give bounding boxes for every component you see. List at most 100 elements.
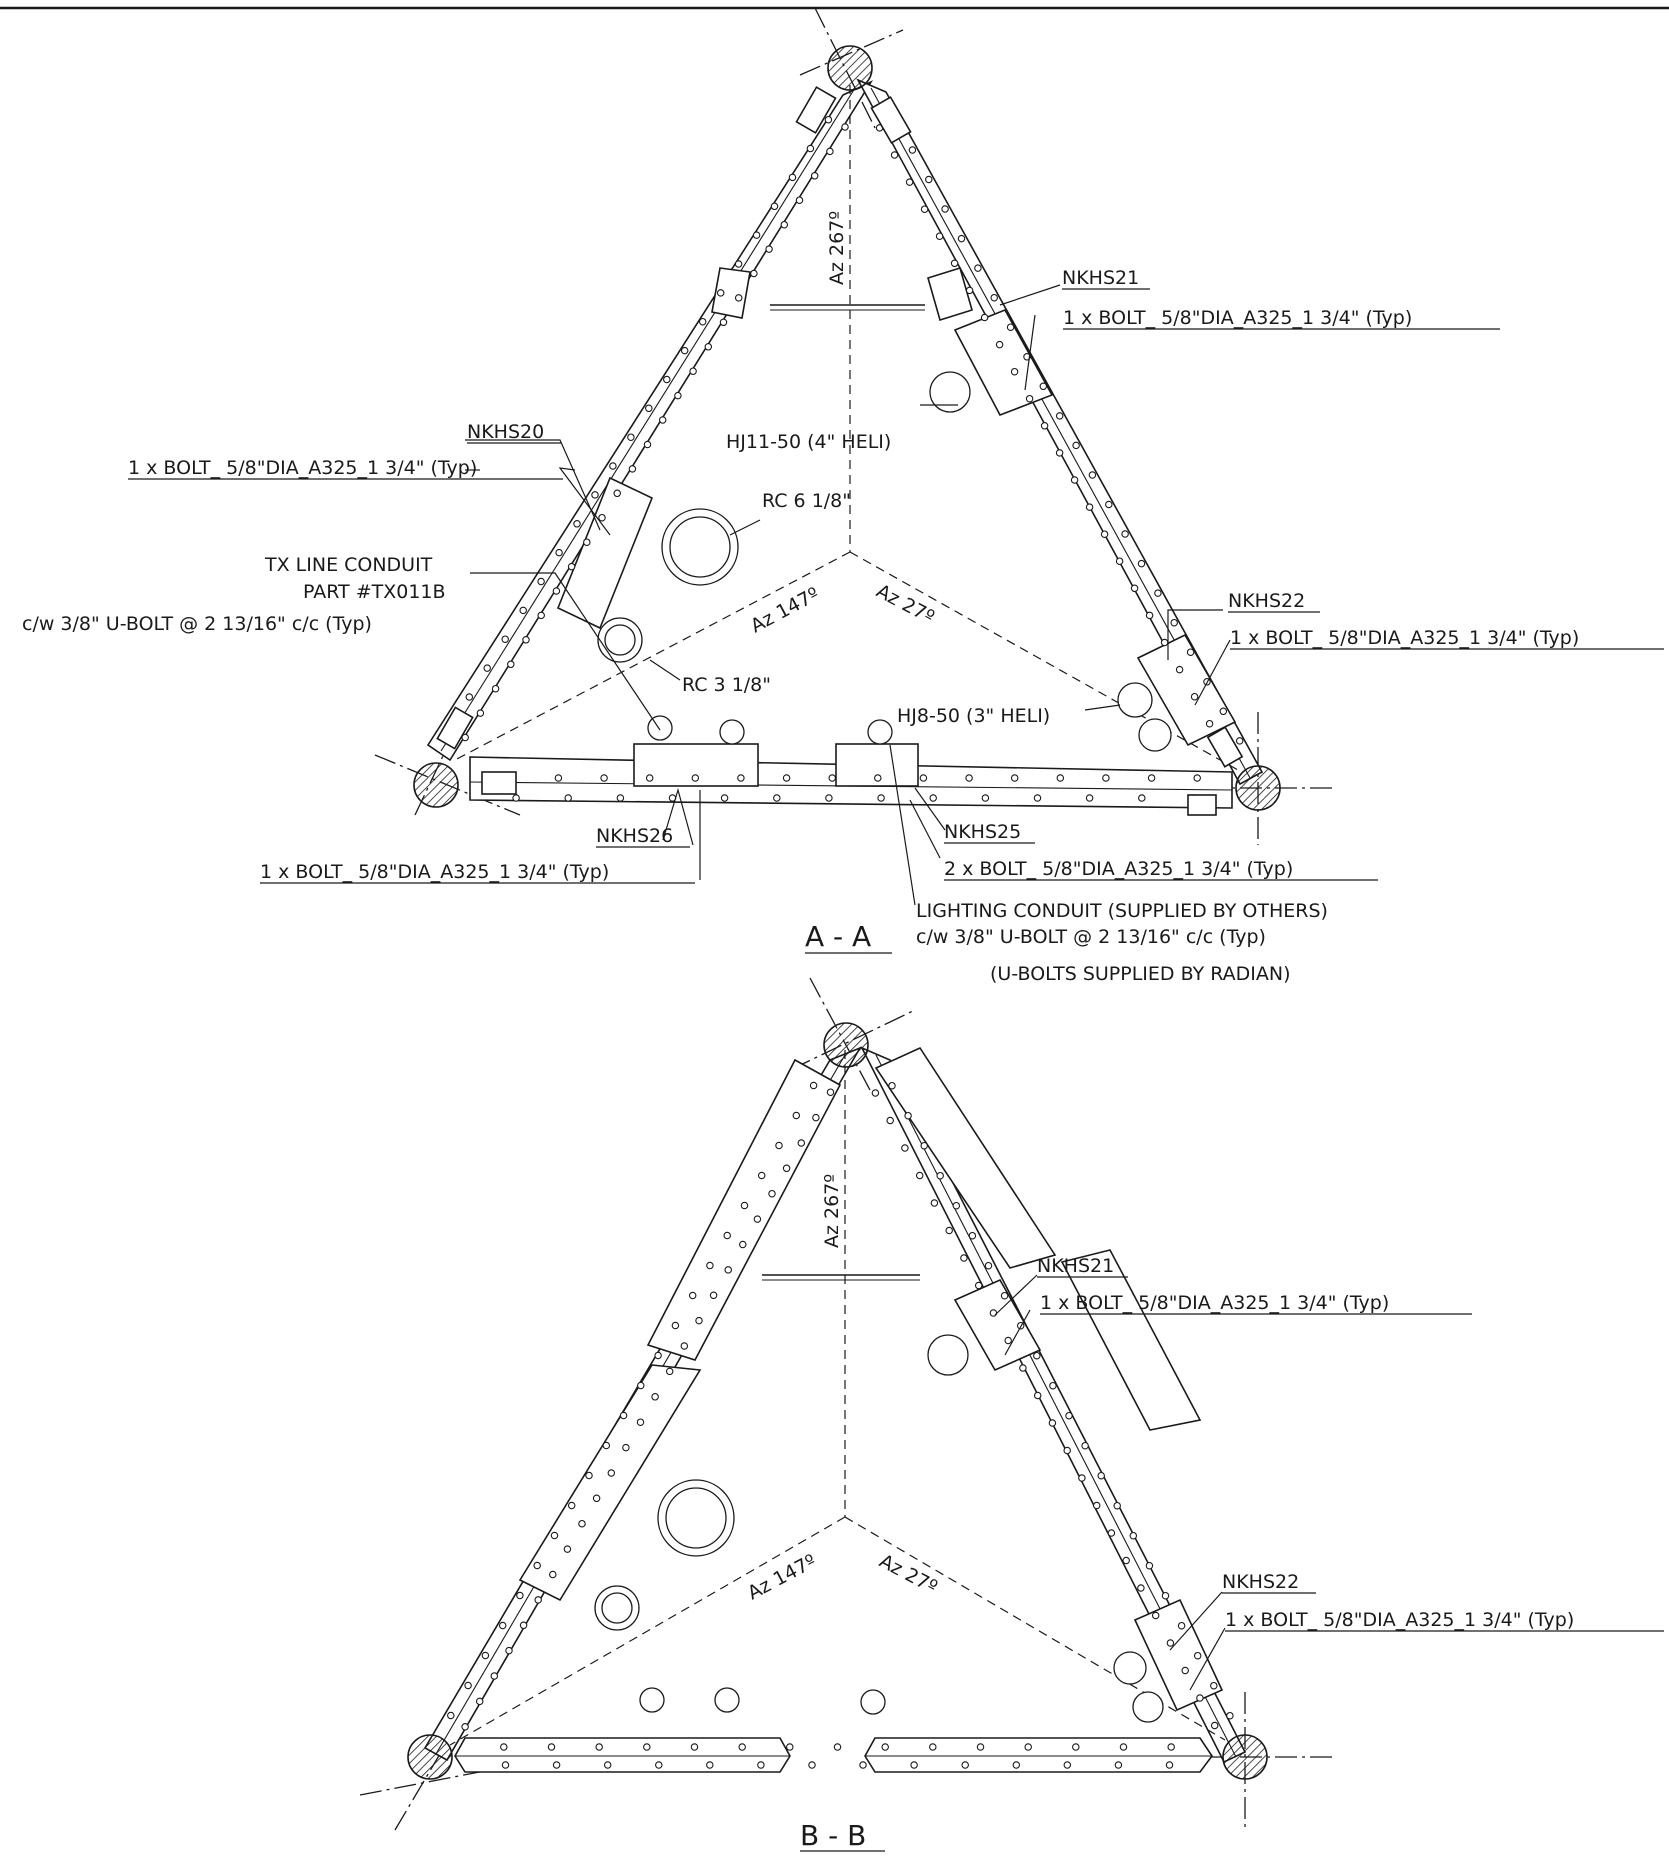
bolt-hole xyxy=(491,684,500,693)
bolt-hole xyxy=(828,774,836,782)
member-bolt-holes-bb xyxy=(447,1081,1234,1769)
bolt-hole xyxy=(1219,707,1228,716)
bolt-hole xyxy=(871,1089,880,1097)
bolt-hole xyxy=(806,144,815,153)
bolt-hole xyxy=(609,462,617,470)
bolt-hole xyxy=(929,794,937,802)
nkhs20-bolt-label: 1 x BOLT_ 5/8"DIA_A325_1 3/4" (Typ) xyxy=(128,457,477,479)
bolt-hole xyxy=(786,1743,794,1751)
bolt-hole xyxy=(709,1291,718,1300)
leg-left xyxy=(413,762,459,808)
bolt-hole xyxy=(643,1743,651,1751)
bolt-hole xyxy=(567,562,576,571)
bolt-hole xyxy=(1196,1694,1204,1702)
bolt-hole xyxy=(595,1743,603,1751)
bolt-hole xyxy=(645,404,653,413)
bolt-hole xyxy=(908,146,917,154)
bolt-hole xyxy=(1040,422,1049,430)
tx-line-label-3: c/w 3/8" U-BOLT @ 2 13/16" c/c (Typ) xyxy=(22,613,372,635)
lighting-label-1: LIGHTING CONDUIT (SUPPLIED BY OTHERS) xyxy=(916,900,1328,922)
nkhs22-bolt-label-bb: 1 x BOLT_ 5/8"DIA_A325_1 3/4" (Typ) xyxy=(1225,1609,1574,1631)
leg-top xyxy=(827,45,873,91)
bolt-hole xyxy=(734,294,743,302)
bolt-hole xyxy=(1122,1556,1130,1565)
face-members xyxy=(426,78,1264,809)
nkhs21-bolt-label: 1 x BOLT_ 5/8"DIA_A325_1 3/4" (Typ) xyxy=(1063,307,1412,329)
bolt-hole xyxy=(600,774,608,782)
leg-right xyxy=(1235,765,1281,811)
bolt-hole xyxy=(968,1231,977,1240)
tower-legs xyxy=(413,45,1281,811)
bolt-hole xyxy=(655,1761,663,1769)
bolt-hole xyxy=(737,774,745,782)
bolt-hole xyxy=(1210,1721,1219,1730)
bolt-hole xyxy=(512,794,520,802)
bolt-hole xyxy=(674,391,682,400)
hj8-hole xyxy=(1117,682,1153,718)
bolt-hole xyxy=(901,1144,909,1152)
bolt-hole xyxy=(680,346,689,355)
bolt-hole xyxy=(550,1531,559,1540)
bolt-hole xyxy=(636,1418,645,1426)
bolt-hole xyxy=(585,1471,593,1480)
bolt-hole xyxy=(775,1141,783,1150)
bolt-hole xyxy=(447,1711,455,1720)
bolt-hole xyxy=(1063,1446,1071,1455)
bolt-hole xyxy=(619,1411,628,1420)
bolt-hole xyxy=(1177,1621,1186,1630)
bolt-hole xyxy=(602,1441,611,1450)
bolt-hole xyxy=(507,660,515,669)
bolt-hole xyxy=(628,465,637,473)
bolt-hole xyxy=(981,794,990,802)
tower-legs-bb xyxy=(407,1022,1268,1780)
bolt-hole xyxy=(1012,1761,1021,1769)
nkhs26-bolt-label: 1 x BOLT_ 5/8"DIA_A325_1 3/4" (Typ) xyxy=(260,861,609,883)
bolt-hole xyxy=(740,1201,749,1210)
lighting-label-2: c/w 3/8" U-BOLT @ 2 13/16" c/c (Typ) xyxy=(916,926,1266,948)
bolt-hole xyxy=(957,234,966,243)
bolt-hole xyxy=(1186,648,1195,656)
bolt-hole xyxy=(475,1697,484,1706)
bolt-hole xyxy=(1107,1529,1116,1537)
bolt-hole xyxy=(1085,503,1094,511)
bolt-hole xyxy=(665,1367,674,1376)
az-267-label-bb: Az 267º xyxy=(821,1174,843,1248)
nkhs22-label-bb: NKHS22 xyxy=(1222,1571,1299,1593)
tx-line-label-1: TX LINE CONDUIT xyxy=(264,554,433,576)
bolt-hole xyxy=(941,205,949,213)
bolt-hole xyxy=(1105,500,1113,509)
section-aa-title: A - A xyxy=(805,920,871,953)
bolt-hole xyxy=(603,1761,612,1769)
bolt-hole xyxy=(516,1591,524,1600)
bolt-hole xyxy=(519,606,527,615)
bolt-hole xyxy=(841,123,849,131)
bolt-hole xyxy=(1130,584,1139,593)
hj11-hole xyxy=(929,371,971,413)
bolt-hole xyxy=(695,1316,703,1325)
bolt-hole xyxy=(960,1254,968,1262)
nkhs20-label: NKHS20 xyxy=(467,421,544,443)
bolt-hole xyxy=(770,202,779,211)
nkhs22-bolt-label: 1 x BOLT_ 5/8"DIA_A325_1 3/4" (Typ) xyxy=(1230,627,1579,649)
bolt-hole xyxy=(1166,1639,1175,1647)
bolt-hole xyxy=(833,1743,842,1751)
bolt-hole xyxy=(1081,1441,1089,1450)
bolt-hole xyxy=(1056,774,1065,782)
bolt-hole xyxy=(498,1621,507,1630)
bolt-hole xyxy=(945,1226,953,1235)
nkhs20-plate xyxy=(556,476,654,630)
bolt-hole xyxy=(1226,1711,1234,1720)
bolt-hole xyxy=(881,1743,889,1751)
labels-aa: NKHS20 1 x BOLT_ 5/8"DIA_A325_1 3/4" (Ty… xyxy=(22,211,1664,985)
bolt-hole xyxy=(680,1342,689,1350)
bolt-hole xyxy=(549,1570,557,1579)
az-27-label: Az 27º xyxy=(873,580,938,629)
bolt-hole xyxy=(1063,1761,1072,1769)
az-27-label-bb: Az 27º xyxy=(876,1550,941,1599)
bolt-hole xyxy=(1055,449,1064,457)
bolt-hole xyxy=(1205,719,1214,728)
hj11-label: HJ11-50 (4" HELI) xyxy=(726,431,891,453)
bolt-hole xyxy=(689,367,697,375)
bolt-hole xyxy=(976,1743,985,1751)
